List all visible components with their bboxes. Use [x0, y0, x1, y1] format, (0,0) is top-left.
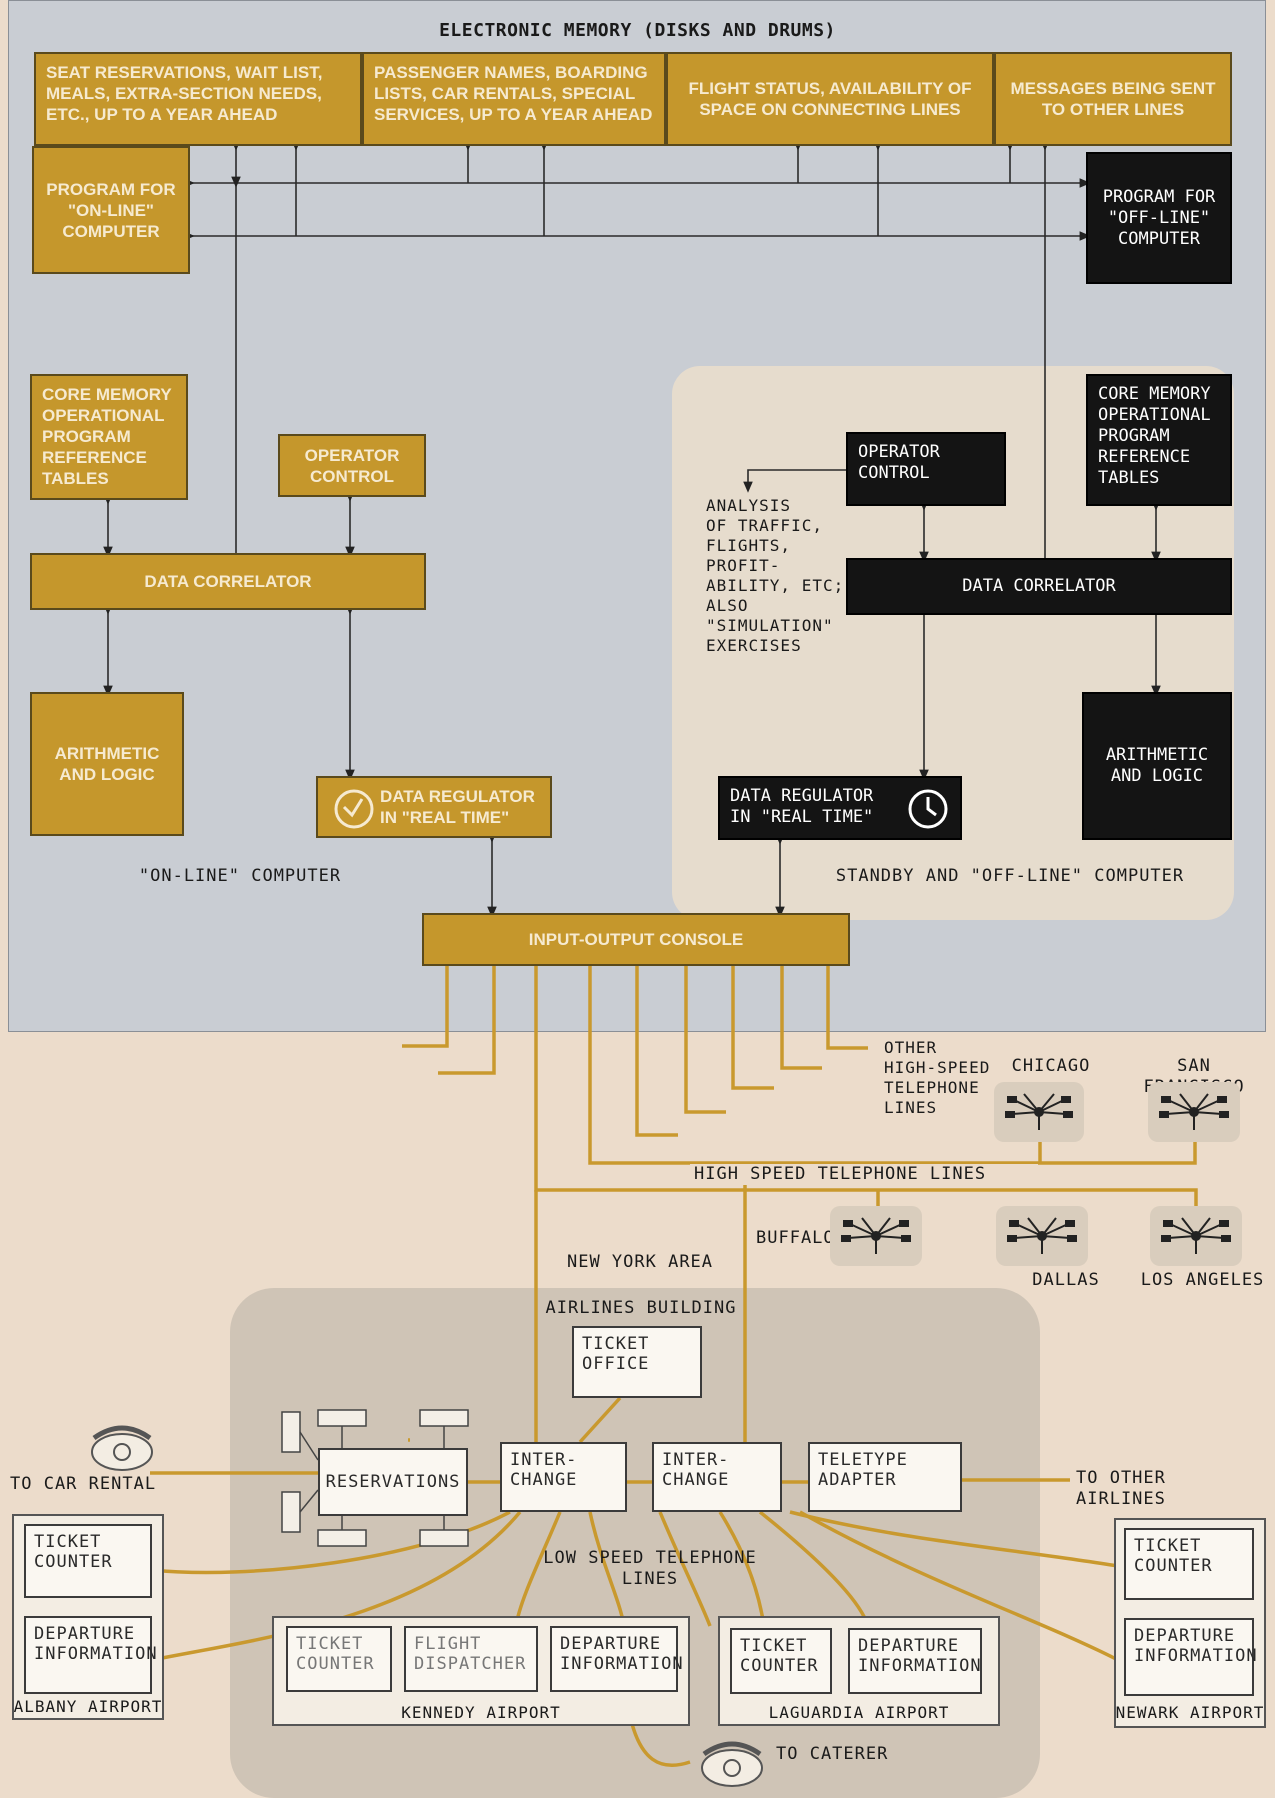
- high-speed-lines-label: HIGH SPEED TELEPHONE LINES: [690, 1164, 1038, 1185]
- city-san-francisco-terminal: [1148, 1082, 1240, 1142]
- offline-arithmetic-box: ARITHMETIC AND LOGIC: [1082, 692, 1232, 840]
- city-buffalo-terminal: [830, 1206, 922, 1266]
- albany-departure-box: DEPARTURE INFORMATION: [24, 1616, 157, 1694]
- kennedy-airport-label: KENNEDY AIRPORT: [401, 1703, 561, 1722]
- laguardia-departure-box: DEPARTURE INFORMATION: [848, 1628, 982, 1694]
- terminal-cluster-icon: [1161, 1217, 1231, 1254]
- interchange-box-2: INTER- CHANGE: [652, 1442, 782, 1512]
- terminal-cluster-icon: [1007, 1217, 1077, 1254]
- albany-ticket-counter-box: TICKET COUNTER: [24, 1524, 152, 1598]
- city-chicago-terminal: [994, 1082, 1084, 1142]
- laguardia-airport-label: LAGUARDIA AIRPORT: [768, 1703, 950, 1722]
- online-data-correlator-box: DATA CORRELATOR: [30, 553, 426, 610]
- newark-departure-box: DEPARTURE INFORMATION: [1124, 1618, 1257, 1696]
- to-other-airlines-label: TO OTHER AIRLINES: [1076, 1468, 1166, 1509]
- online-caption: "ON-LINE" COMPUTER: [138, 866, 342, 886]
- offline-core-memory-box: CORE MEMORY OPERATIONAL PROGRAM REFERENC…: [1086, 374, 1232, 506]
- city-los-angeles-terminal: [1150, 1206, 1242, 1266]
- clock-icon: [334, 789, 374, 829]
- memory-title: ELECTRONIC MEMORY (DISKS AND DRUMS): [439, 20, 836, 41]
- offline-caption: STANDBY AND "OFF-LINE" COMPUTER: [835, 866, 1185, 886]
- memory-block-flight-status: FLIGHT STATUS, AVAILABILITY OF SPACE ON …: [666, 52, 994, 146]
- city-chicago-label: CHICAGO: [1011, 1056, 1091, 1076]
- other-lines-label: OTHER HIGH-SPEED TELEPHONE LINES: [884, 1038, 991, 1117]
- to-car-rental-label: TO CAR RENTAL: [10, 1474, 157, 1494]
- city-buffalo-label: BUFFALO: [756, 1228, 835, 1248]
- memory-block-messages: MESSAGES BEING SENT TO OTHER LINES: [994, 52, 1232, 146]
- laguardia-ticket-counter-box: TICKET COUNTER: [730, 1628, 832, 1694]
- terminal-cluster-icon: [841, 1217, 911, 1254]
- terminal-cluster-icon: [1159, 1093, 1229, 1130]
- albany-airport-label: ALBANY AIRPORT: [13, 1697, 163, 1716]
- city-los-angeles-label: LOS ANGELES: [1140, 1270, 1265, 1290]
- city-dallas-label: DALLAS: [1032, 1270, 1100, 1290]
- kennedy-departure-box: DEPARTURE INFORMATION: [550, 1626, 683, 1692]
- online-operator-control-box: OPERATOR CONTROL: [278, 434, 426, 497]
- telephone-icon: [701, 1741, 763, 1787]
- airlines-building-label: AIRLINES BUILDING: [545, 1298, 737, 1318]
- offline-analysis-text: ANALYSIS OF TRAFFIC, FLIGHTS, PROFIT- AB…: [706, 496, 845, 655]
- kennedy-flight-dispatcher-box: FLIGHT DISPATCHER: [404, 1626, 538, 1692]
- online-core-memory-box: CORE MEMORY OPERATIONAL PROGRAM REFERENC…: [30, 374, 188, 500]
- terminal-cluster-icon: [1005, 1093, 1073, 1130]
- io-console-box: INPUT-OUTPUT CONSOLE: [422, 913, 850, 966]
- ticket-office-box: TICKET OFFICE: [572, 1326, 702, 1398]
- to-caterer-label: TO CATERER: [776, 1744, 889, 1764]
- reservations-box: RESERVATIONS: [318, 1448, 468, 1516]
- low-speed-lines-label: LOW SPEED TELEPHONE LINES: [543, 1548, 757, 1589]
- city-dallas-terminal: [996, 1206, 1088, 1266]
- offline-data-regulator-box: DATA REGULATOR IN "REAL TIME": [718, 776, 962, 840]
- offline-data-correlator-box: DATA CORRELATOR: [846, 558, 1232, 615]
- offline-program-box: PROGRAM FOR "OFF-LINE" COMPUTER: [1086, 152, 1232, 284]
- online-program-box: PROGRAM FOR "ON-LINE" COMPUTER: [32, 146, 190, 274]
- offline-data-regulator-label: DATA REGULATOR IN "REAL TIME": [730, 786, 874, 827]
- teletype-adapter-box: TELETYPE ADAPTER: [808, 1442, 962, 1512]
- memory-block-passengers: PASSENGER NAMES, BOARDING LISTS, CAR REN…: [362, 52, 666, 146]
- ny-area-label: NEW YORK AREA: [566, 1252, 714, 1272]
- newark-airport-label: NEWARK AIRPORT: [1115, 1703, 1265, 1722]
- memory-block-reservations: SEAT RESERVATIONS, WAIT LIST, MEALS, EXT…: [34, 52, 362, 146]
- online-data-regulator-label: DATA REGULATOR IN "REAL TIME": [380, 787, 535, 827]
- kennedy-ticket-counter-box: TICKET COUNTER: [286, 1626, 392, 1692]
- offline-operator-control-box: OPERATOR CONTROL: [846, 432, 1006, 506]
- clock-icon: [908, 789, 948, 829]
- online-arithmetic-box: ARITHMETIC AND LOGIC: [30, 692, 184, 836]
- newark-ticket-counter-box: TICKET COUNTER: [1124, 1528, 1254, 1600]
- online-data-regulator-box: DATA REGULATOR IN "REAL TIME": [316, 776, 552, 838]
- interchange-box-1: INTER- CHANGE: [500, 1442, 627, 1512]
- telephone-icon: [91, 1425, 153, 1471]
